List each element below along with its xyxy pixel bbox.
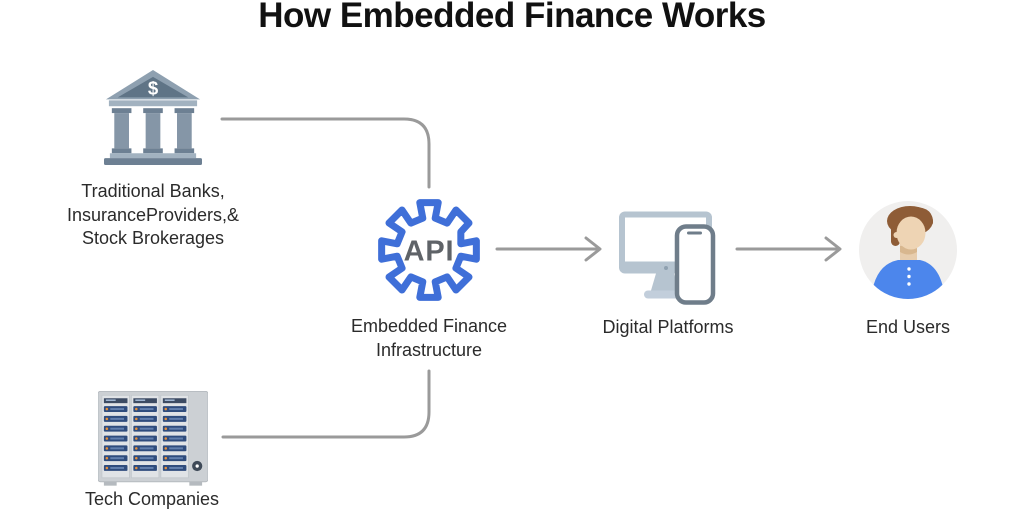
avatar-shirt	[871, 260, 945, 299]
server-rack-icon	[98, 391, 208, 486]
bank-columns	[111, 108, 195, 154]
connector-banks-to-api	[220, 117, 431, 189]
end-users-label: End Users	[865, 317, 951, 337]
avatar-face	[896, 216, 926, 250]
banks-label-line: Traditional Banks,	[81, 181, 225, 201]
connector-tech-to-api	[221, 369, 431, 439]
arrow-digital-to-users-icon	[735, 236, 842, 262]
tech-companies-label: Tech Companies	[84, 489, 220, 509]
digital-platforms-label: Digital Platforms	[602, 317, 734, 337]
api-caption-line: Infrastructure	[375, 339, 483, 360]
api-label-caption: Embedded Finance Infrastructure	[329, 315, 529, 362]
person-avatar-icon	[859, 201, 957, 299]
gear-outline	[378, 199, 480, 301]
shirt-buttons	[907, 267, 911, 286]
api-label: API	[404, 236, 455, 268]
dollar-sign-glyph: $	[148, 77, 159, 98]
gear-icon: API	[378, 199, 480, 301]
smartphone-icon	[674, 224, 716, 305]
arrow-api-to-digital-icon	[495, 236, 602, 262]
monitor-phone-icon	[619, 211, 716, 305]
bank-pediment	[117, 76, 189, 98]
banks-label-line: Stock Brokerages	[81, 228, 225, 248]
banks-label-line: InsuranceProviders,&	[66, 204, 240, 225]
bank-icon: $	[104, 69, 202, 166]
api-caption-line: Embedded Finance	[350, 316, 508, 336]
diagram-title: How Embedded Finance Works	[258, 0, 766, 35]
banks-label: Traditional Banks, InsuranceProviders,& …	[28, 180, 278, 251]
